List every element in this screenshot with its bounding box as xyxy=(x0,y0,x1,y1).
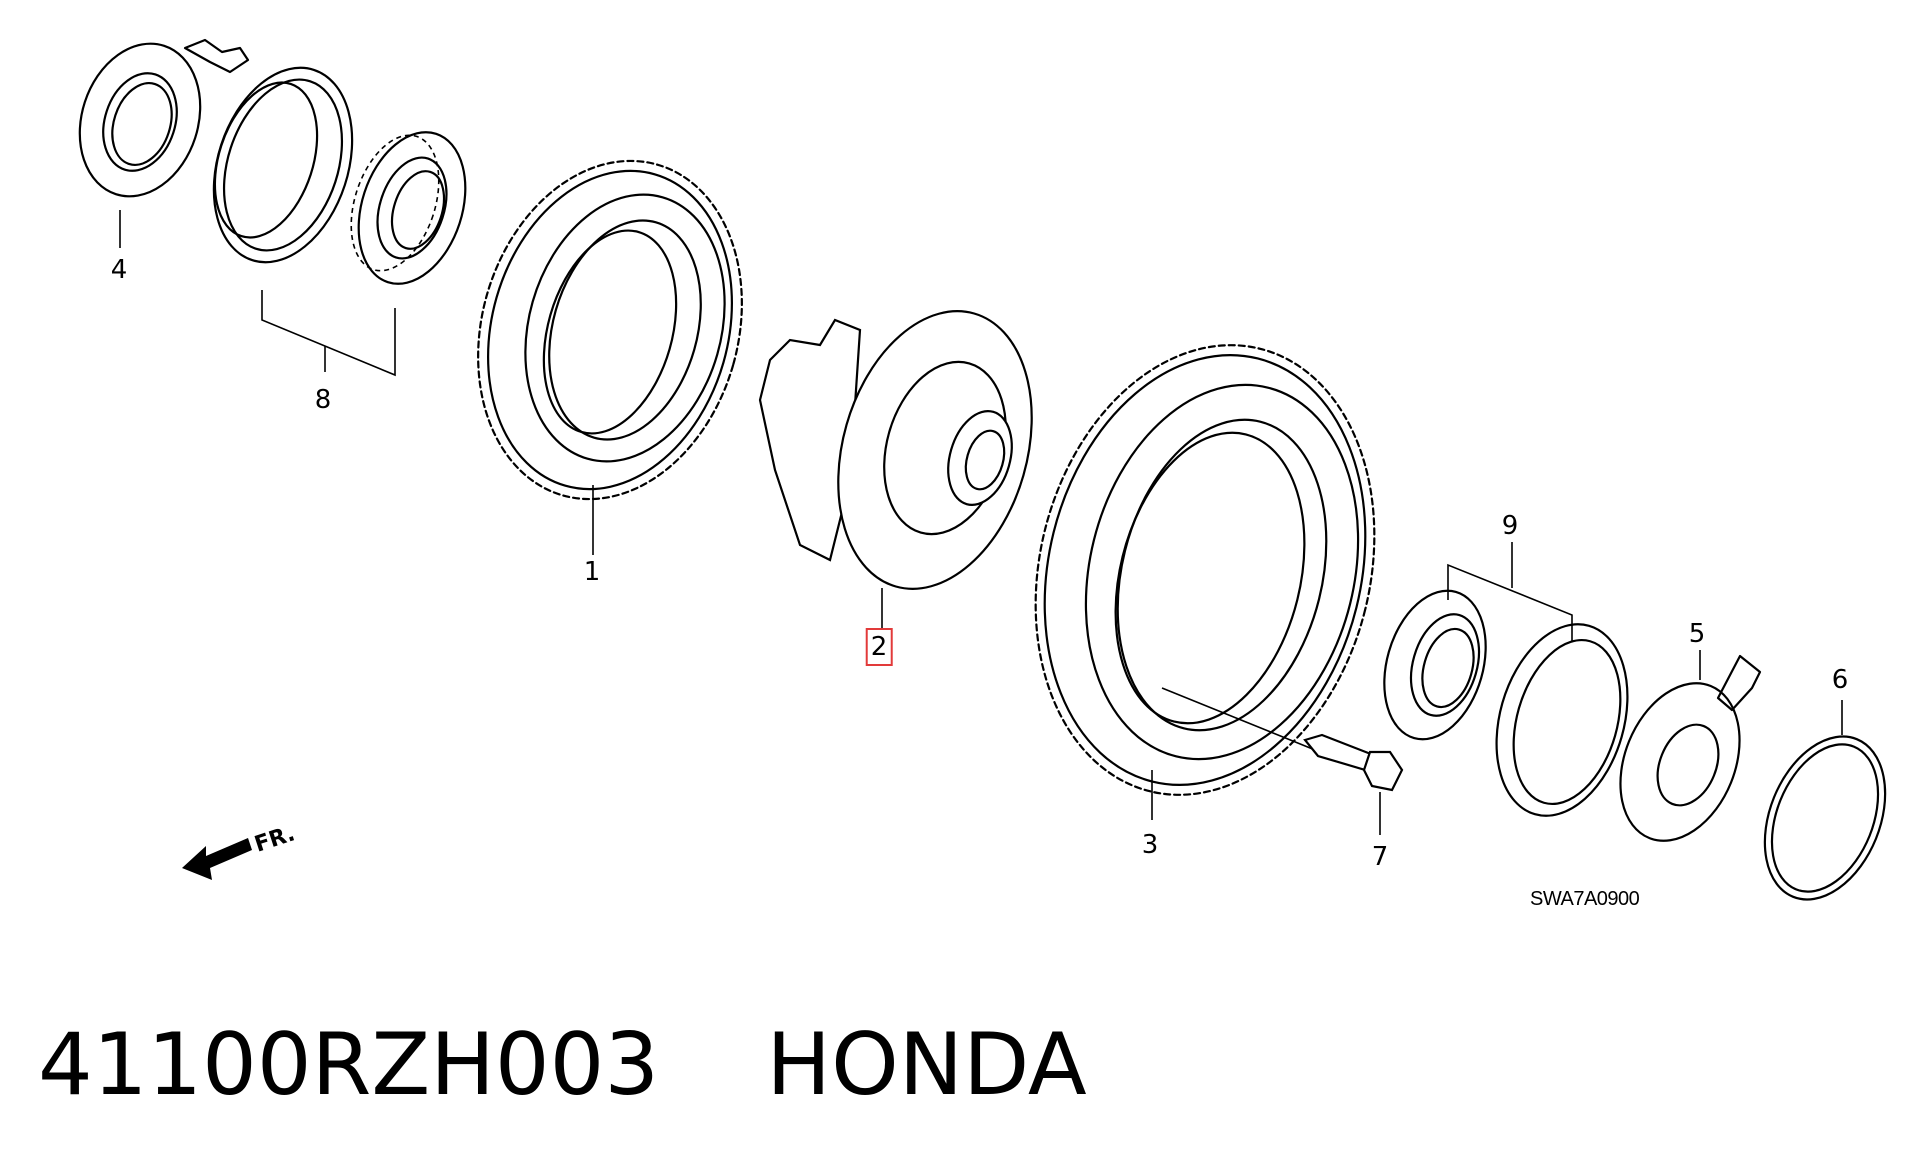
part-3-final-driven-gear[interactable] xyxy=(990,309,1421,831)
callout-7[interactable]: 7 xyxy=(1371,842,1389,872)
exploded-parts-diagram xyxy=(61,28,1908,917)
part-8-bearing-assembly[interactable] xyxy=(190,50,483,377)
brand-name: HONDA xyxy=(766,1015,1087,1115)
part-1-differential-gear[interactable] xyxy=(440,129,781,555)
part-7-bolt[interactable] xyxy=(1161,687,1404,835)
callout-8[interactable]: 8 xyxy=(314,385,332,415)
callout-5[interactable]: 5 xyxy=(1688,619,1706,649)
callout-9[interactable]: 9 xyxy=(1501,511,1519,541)
part-6-snap-ring[interactable] xyxy=(1742,700,1908,917)
diagram-reference-code: SWA7A0900 xyxy=(1530,888,1640,910)
part-4-thrust-shim[interactable] xyxy=(61,28,250,248)
part-number: 41100RZH003 xyxy=(38,1015,660,1115)
part-5-thrust-shim[interactable] xyxy=(1598,650,1762,859)
part-2-differential-carrier[interactable] xyxy=(758,288,1063,628)
part-caption: 41100RZH003 HONDA xyxy=(38,1010,1087,1120)
callout-4[interactable]: 4 xyxy=(110,255,128,285)
callout-3[interactable]: 3 xyxy=(1141,830,1159,860)
callout-6[interactable]: 6 xyxy=(1831,665,1849,695)
front-direction-arrow-icon xyxy=(182,838,252,880)
callout-1[interactable]: 1 xyxy=(583,557,601,587)
part-9-bearing-assembly[interactable] xyxy=(1368,542,1649,831)
callout-2[interactable]: 2 xyxy=(865,628,893,666)
